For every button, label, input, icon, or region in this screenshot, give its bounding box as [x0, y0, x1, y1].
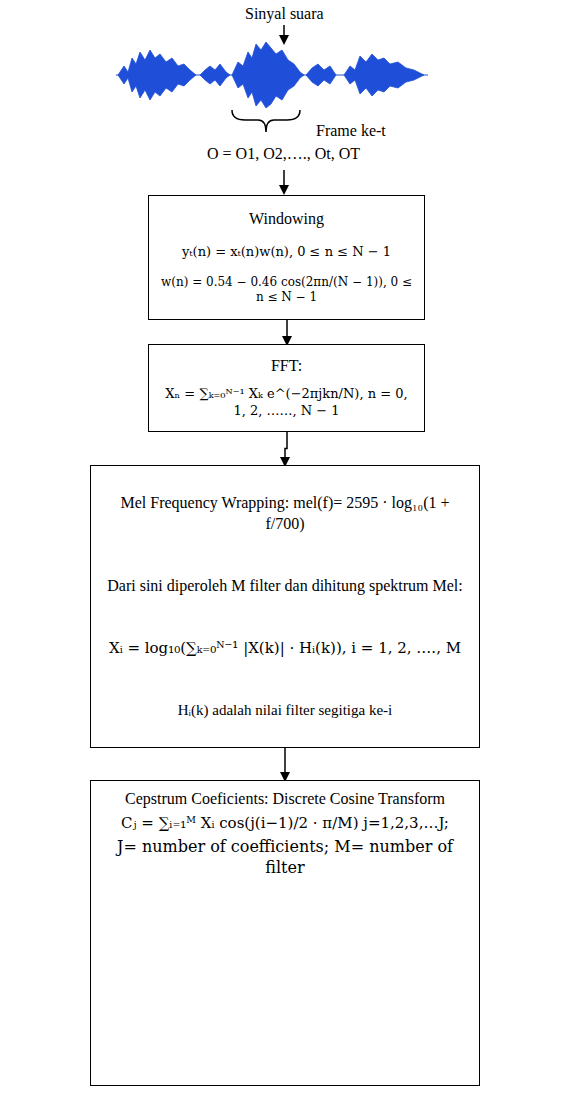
formula: Xᵢ = log₁₀(∑ₖ₌₀ᴺ⁻¹ |X(k)| · Hᵢ(k)), i = …: [109, 639, 461, 659]
flow-arrow: [285, 432, 287, 465]
box-title: Windowing: [249, 209, 324, 230]
process-box: Mel Frequency Wrapping: mel(f)= 2595 · l…: [90, 465, 480, 748]
observation-sequence: O = O1, O2,…., Ot, OT: [207, 144, 360, 163]
box-title: Mel Frequency Wrapping: mel(f)= 2595 · l…: [101, 493, 469, 535]
formula: Cⱼ = ∑ᵢ₌₁ᴹ Xᵢ cos(j(i−1)/2 · π/M) j=1,2,…: [121, 814, 449, 834]
flow-arrow: [283, 170, 285, 193]
flow-arrow: [286, 320, 288, 344]
formula: Xₙ = ∑ₖ₌₀ᴺ⁻¹ Xₖ e^(−2πjkn/N), n = 0, 1, …: [159, 386, 414, 420]
box-title: Cepstrum Coeficients: Discrete Cosine Tr…: [125, 789, 445, 810]
signal-label: Sinyal suara: [245, 4, 324, 23]
frame-bracket: [232, 110, 300, 132]
process-box: FFT: Xₙ = ∑ₖ₌₀ᴺ⁻¹ Xₖ e^(−2πjkn/N), n = 0,…: [148, 344, 425, 432]
flow-arrow: [284, 748, 286, 780]
process-box: Windowing yₜ(n) = xₜ(n)w(n), 0 ≤ n ≤ N − …: [148, 195, 425, 320]
box-text: Dari sini diperoleh M filter dan dihitun…: [107, 576, 463, 597]
formula: w(n) = 0.54 − 0.46 cos(2πn/(N − 1)), 0 ≤…: [159, 275, 414, 306]
box-title: FFT:: [271, 356, 302, 377]
box-text: Hᵢ(k) adalah nilai filter segitiga ke-i: [178, 701, 392, 721]
formula: J= number of coefficients; M= number of …: [101, 837, 469, 879]
formula: yₜ(n) = xₜ(n)w(n), 0 ≤ n ≤ N − 1: [182, 244, 391, 261]
process-box: Cepstrum Coeficients: Discrete Cosine Tr…: [90, 780, 480, 1086]
waveform: [116, 42, 428, 108]
flow-arrow: [283, 25, 285, 43]
frame-label: Frame ke-t: [316, 121, 386, 140]
